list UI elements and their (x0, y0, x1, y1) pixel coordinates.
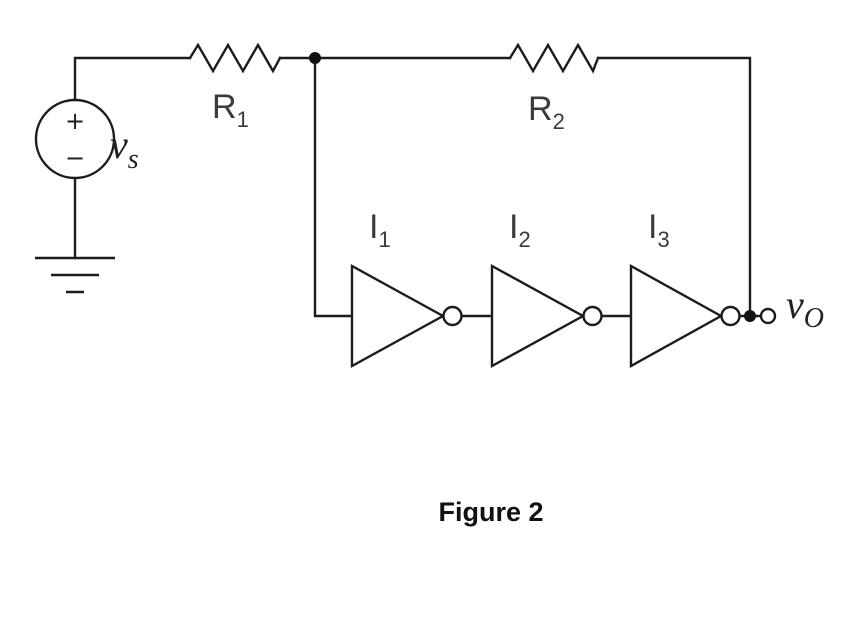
label-vs-subscript: s (128, 144, 139, 175)
resistor-icon (508, 42, 600, 74)
inverter-bubble-icon (720, 305, 741, 327)
ground-icon (35, 256, 115, 294)
junction-dot-icon (744, 310, 756, 322)
label-r1-letter: R (212, 88, 237, 126)
inverter-i2 (490, 263, 603, 369)
output-terminal-icon (759, 307, 777, 325)
label-i3: I3 (648, 208, 670, 252)
label-i2: I2 (509, 208, 531, 252)
inverter-bubble-icon (442, 305, 463, 327)
wires (73, 56, 763, 318)
junction-dot-icon (309, 52, 321, 64)
label-i1-letter: I (369, 208, 378, 246)
wire-r2-to-output (596, 56, 752, 318)
resistor-r2 (508, 42, 600, 74)
label-r2-letter: R (528, 90, 553, 128)
label-vo: vO (786, 282, 824, 334)
source-minus-sign: − (65, 144, 85, 172)
label-i3-letter: I (648, 208, 657, 246)
inverter-gate-icon (350, 263, 446, 369)
voltage-source: + − (34, 98, 116, 180)
label-r2: R2 (528, 90, 565, 134)
label-i3-subscript: 3 (657, 227, 669, 252)
resistor-r1 (188, 42, 282, 74)
label-i1-subscript: 1 (378, 227, 390, 252)
label-i2-letter: I (509, 208, 518, 246)
label-vo-symbol: v (786, 282, 804, 327)
figure-caption: Figure 2 (438, 497, 543, 527)
inverter-gate-icon (629, 263, 724, 369)
label-vs: vs (110, 122, 139, 175)
wire-source-to-r1 (73, 56, 192, 102)
label-vo-subscript: O (804, 303, 824, 334)
label-i1: I1 (369, 208, 391, 252)
inverter-i1 (350, 263, 463, 369)
inverter-i3 (629, 263, 741, 369)
resistor-icon (188, 42, 282, 74)
label-r1: R1 (212, 88, 249, 132)
label-vs-symbol: v (110, 122, 128, 167)
label-i2-subscript: 2 (518, 227, 530, 252)
label-r1-subscript: 1 (237, 107, 249, 132)
source-plus-sign: + (65, 107, 85, 135)
voltage-source-icon (34, 98, 116, 180)
inverter-gate-icon (490, 263, 586, 369)
wire-node-to-inverter-input (313, 56, 354, 318)
inverter-bubble-icon (582, 305, 603, 327)
label-r2-subscript: 2 (553, 109, 565, 134)
